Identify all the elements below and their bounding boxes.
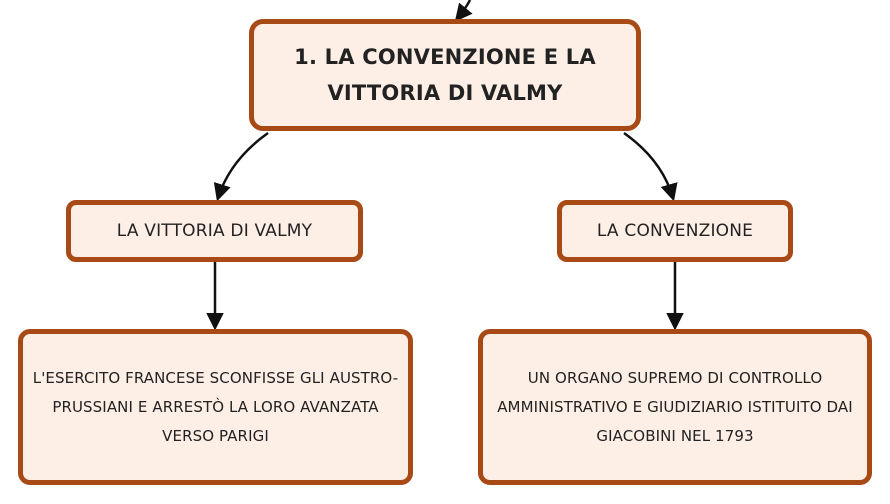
node-valmy-detail[interactable]: L'ESERCITO FRANCESE SCONFISSE GLI AUSTRO…	[18, 329, 413, 485]
node-la-convenzione-label: LA CONVENZIONE	[596, 221, 754, 241]
node-convenzione-detail-label: UN ORGANO SUPREMO DI CONTROLLO AMMINISTR…	[497, 368, 853, 445]
connector-main-to-left	[213, 131, 269, 202]
node-vittoria-di-valmy-label: LA VITTORIA DI VALMY	[116, 221, 313, 241]
connector-main-to-right	[623, 131, 678, 202]
node-main-topic-label: 1. LA CONVENZIONE E LA VITTORIA DI VALMY	[294, 45, 596, 105]
node-la-convenzione[interactable]: LA CONVENZIONE	[557, 200, 793, 262]
node-main-topic[interactable]: 1. LA CONVENZIONE E LA VITTORIA DI VALMY	[249, 19, 641, 131]
node-convenzione-detail[interactable]: UN ORGANO SUPREMO DI CONTROLLO AMMINISTR…	[478, 329, 872, 485]
node-valmy-detail-label: L'ESERCITO FRANCESE SCONFISSE GLI AUSTRO…	[32, 368, 399, 445]
connector-incoming	[454, 0, 473, 22]
node-vittoria-di-valmy[interactable]: LA VITTORIA DI VALMY	[66, 200, 363, 262]
